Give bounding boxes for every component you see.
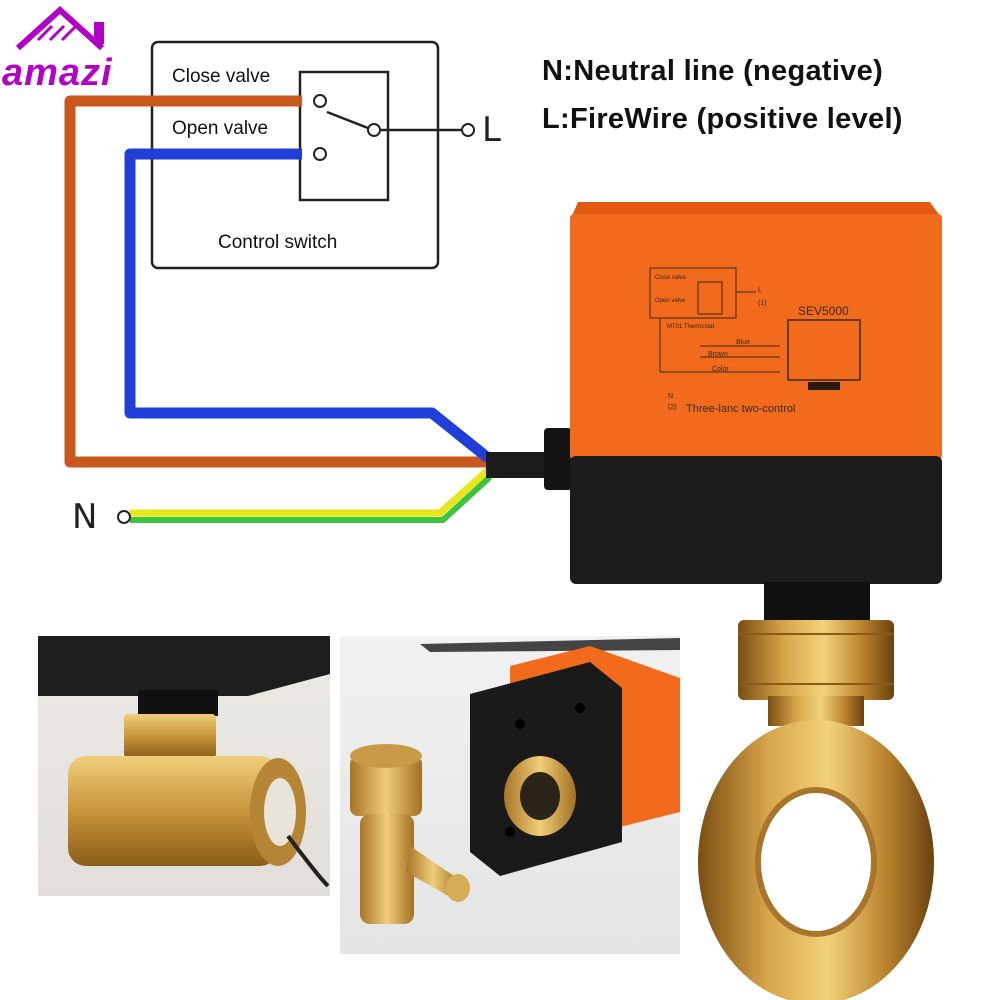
valve-parts-illustration [350, 638, 680, 924]
mini-thermostat-label: MT01 Thermostat [667, 324, 715, 330]
legend-neutral: N:Neutral line (negative) [542, 55, 884, 87]
brand-logo: amazi [0, 0, 140, 100]
mini-wire-brown: Brown [708, 351, 728, 358]
valve-parts-photo [340, 636, 680, 954]
actuator-label-text: Close valve Open valve MT01 Thermostat B… [655, 275, 849, 415]
actuator-base [570, 456, 942, 584]
model-label: SEV5000 [798, 304, 849, 318]
cable-gland [544, 428, 572, 490]
mini-l-label: L [758, 287, 762, 294]
switch-inner-box [298, 70, 390, 202]
neutral-wire-green [130, 474, 493, 523]
house-logo-icon [15, 5, 105, 51]
control-switch-label: Control switch [218, 232, 338, 253]
actuator-label-schematic [649, 267, 861, 390]
live-terminal [461, 123, 475, 137]
actuator-top-face [572, 202, 940, 216]
mini-n-label: N [668, 393, 673, 400]
neutral-wire-yellow [130, 467, 491, 517]
cable-stub [486, 452, 546, 478]
brand-name: amazi [2, 52, 113, 94]
live-terminal-label: L [482, 110, 501, 150]
neutral-terminal [117, 510, 131, 524]
valve-bore [755, 787, 877, 937]
open-valve-label: Open valve [172, 118, 269, 139]
neutral-terminal-label: N [72, 497, 98, 537]
legend-firewire: L:FireWire (positive level) [542, 103, 903, 135]
open-contact [313, 147, 327, 161]
mini-wire-blue: Blue [736, 339, 750, 346]
blue-wire [124, 148, 492, 463]
close-contact [313, 94, 327, 108]
mini-wire-color: Color [712, 366, 729, 373]
actuator-caption: Three-lanc two-control [686, 403, 795, 415]
mini-open-label: Open valve [655, 298, 686, 304]
actuator-stem [764, 582, 870, 620]
actuator-body [570, 214, 942, 460]
valve-assembled-photo [38, 636, 330, 896]
switch-blade [326, 110, 369, 130]
valve-nut [738, 620, 894, 700]
mini-2-label: (2) [668, 404, 677, 411]
wiring-diagram [64, 40, 942, 620]
close-valve-label: Close valve [172, 66, 271, 87]
brown-wire [64, 95, 488, 468]
mini-1-label: (1) [758, 300, 767, 307]
mini-close-label: Close valve [655, 275, 687, 281]
assembled-valve-illustration [38, 636, 330, 888]
brass-valve [698, 620, 934, 1000]
